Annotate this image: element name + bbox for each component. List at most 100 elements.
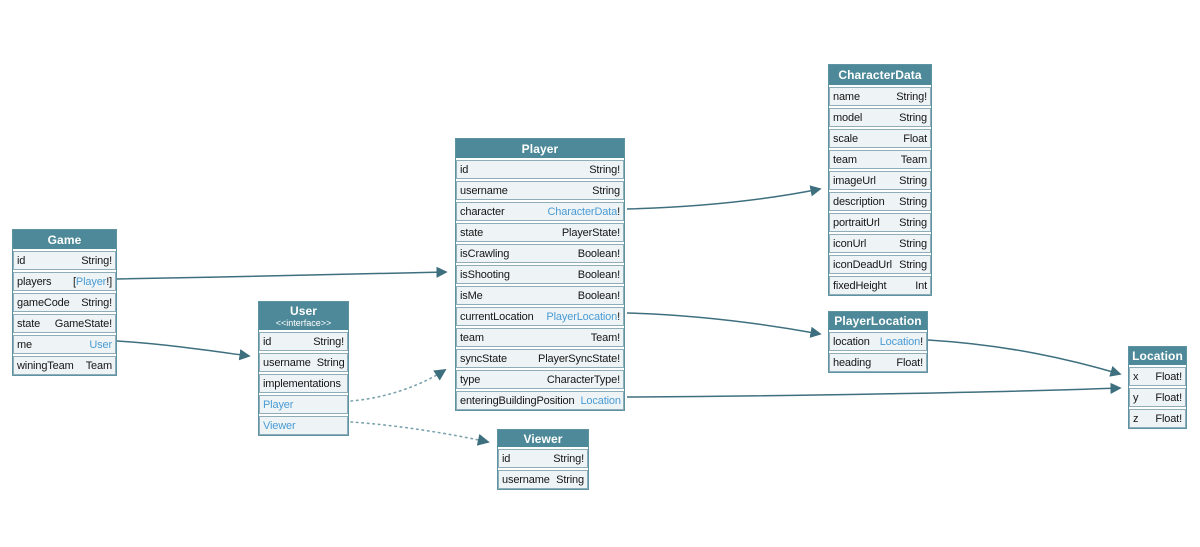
- type-modifier-text: GameState!: [54, 317, 112, 330]
- type-modifier-text: String: [899, 174, 927, 187]
- field-row-player-currentlocation[interactable]: currentLocation PlayerLocation!: [456, 307, 624, 326]
- field-type: String!: [553, 453, 584, 465]
- type-modifier-text: Int: [915, 279, 927, 292]
- table-header-game[interactable]: Game: [13, 230, 116, 249]
- type-modifier-text: Float: [903, 132, 927, 145]
- table-header-user[interactable]: User<<interface>>: [259, 302, 348, 330]
- table-header-player[interactable]: Player: [456, 139, 624, 158]
- field-row-player-team[interactable]: team Team!: [456, 328, 624, 347]
- field-type: Float!: [1155, 371, 1182, 383]
- type-modifier-text: String!: [896, 90, 927, 103]
- table-header-characterdata[interactable]: CharacterData: [829, 65, 931, 85]
- field-name: name: [833, 90, 860, 103]
- edge-playerlocation-location-to-location: [927, 339, 1122, 377]
- type-modifier-text: Team: [85, 359, 112, 372]
- type-link[interactable]: CharacterData: [547, 205, 618, 218]
- field-row-user-viewer[interactable]: Viewer: [259, 416, 348, 435]
- field-row-characterdata-scale[interactable]: scale Float: [829, 129, 931, 148]
- field-type: [Player!]: [73, 276, 112, 288]
- implementation-type-link[interactable]: Player: [263, 398, 294, 411]
- field-type: Location!: [880, 336, 923, 348]
- table-header-viewer[interactable]: Viewer: [498, 430, 588, 447]
- type-modifier-text: !: [617, 310, 620, 323]
- field-name: winingTeam: [17, 359, 74, 372]
- field-name: scale: [833, 132, 858, 145]
- field-type: Team!: [591, 332, 620, 344]
- field-row-characterdata-name[interactable]: name String!: [829, 87, 931, 106]
- field-name: team: [460, 331, 484, 344]
- type-modifier-text: Float!: [1155, 370, 1182, 383]
- field-type: Team: [86, 360, 112, 372]
- field-type: PlayerLocation!: [546, 311, 620, 323]
- field-type: String!: [896, 91, 927, 103]
- field-name: portraitUrl: [833, 216, 880, 229]
- type-modifier-text: String!: [81, 296, 112, 309]
- field-row-user-player[interactable]: Player: [259, 395, 348, 414]
- field-row-game-winingteam[interactable]: winingTeam Team: [13, 356, 116, 375]
- type-modifier-text: String!: [313, 335, 344, 348]
- type-link[interactable]: Player: [75, 275, 107, 288]
- field-row-game-players[interactable]: players[Player!]: [13, 272, 116, 291]
- type-modifier-text: String!: [589, 163, 620, 176]
- type-link[interactable]: PlayerLocation: [546, 310, 618, 323]
- field-type: String: [899, 238, 927, 250]
- type-modifier-text: String: [899, 195, 927, 208]
- field-type: Boolean!: [578, 248, 620, 260]
- table-header-playerlocation[interactable]: PlayerLocation: [829, 312, 927, 330]
- edge-player-character-to-characterdata: [626, 185, 822, 210]
- field-row-game-me[interactable]: me User: [13, 335, 116, 354]
- table-subtitle: <<interface>>: [275, 317, 332, 328]
- field-type: String!: [313, 336, 344, 348]
- field-name: heading: [833, 356, 872, 369]
- type-link[interactable]: User: [89, 338, 112, 351]
- field-row-user-implementations[interactable]: implementations: [259, 374, 348, 393]
- type-link[interactable]: Location: [580, 394, 621, 407]
- type-link[interactable]: Location: [879, 335, 921, 348]
- field-name: currentLocation: [460, 310, 534, 323]
- field-name: description: [833, 195, 885, 208]
- table-header-location[interactable]: Location: [1129, 347, 1186, 365]
- edge-game-me-to-user: [116, 340, 251, 361]
- implementation-type-link[interactable]: Viewer: [263, 419, 296, 432]
- field-name: state: [460, 226, 484, 239]
- field-row-characterdata-description[interactable]: description String: [829, 192, 931, 211]
- field-name: me: [17, 338, 32, 351]
